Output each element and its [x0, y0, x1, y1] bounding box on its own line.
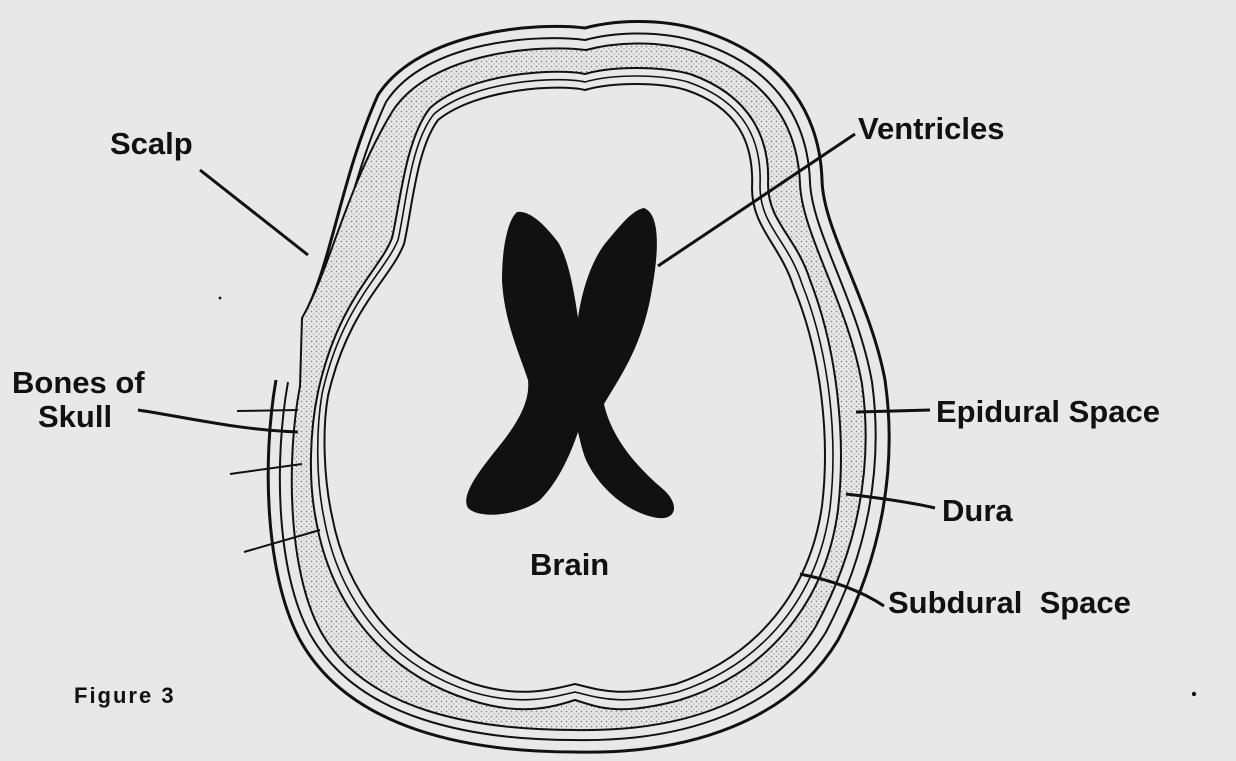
bones-label-line1: Bones of	[12, 366, 145, 400]
epidural-leader	[856, 410, 930, 412]
figure-caption: Figure 3	[74, 684, 176, 708]
epidural-space-label: Epidural Space	[936, 395, 1160, 429]
bones-label-line2: Skull	[12, 400, 145, 434]
speck	[219, 297, 222, 300]
ventricles-shape	[466, 208, 674, 518]
bones-of-skull-label: Bones of Skull	[12, 366, 145, 434]
bones-leader-main	[138, 410, 298, 432]
scalp-label: Scalp	[110, 127, 193, 161]
brain-label: Brain	[530, 548, 609, 582]
scalp-leader	[200, 170, 308, 255]
dura-label: Dura	[942, 494, 1013, 528]
ventricles-label: Ventricles	[858, 112, 1004, 146]
bones-leader-1	[237, 410, 298, 411]
subdural-space-label: Subdural Space	[888, 586, 1131, 620]
speck	[1192, 692, 1196, 696]
